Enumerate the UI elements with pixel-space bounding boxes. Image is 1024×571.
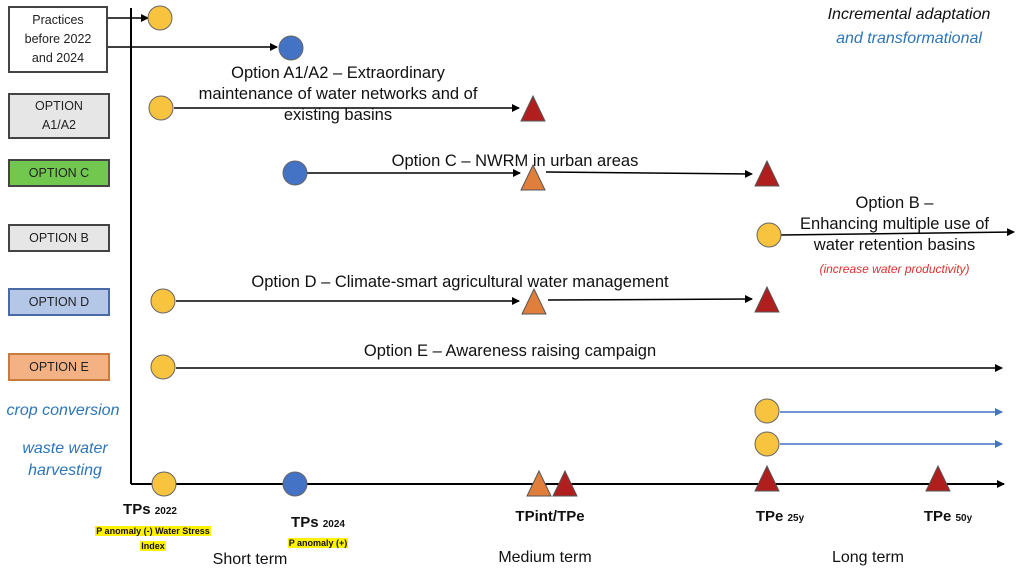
tpe-50y-main: TPe [923,508,952,525]
tpe-25y-triangle [754,464,780,492]
short-term-label: Short term [212,551,288,568]
option-b-start-circle [756,222,782,248]
option-a-start-circle [148,95,174,121]
medium-term-label: Medium term [498,549,592,566]
tps-2022-note-line1: P anomaly (-) Water Stress [95,526,211,536]
crop-conversion-circle [754,398,780,424]
waste-water-circle [754,431,780,457]
tps-2024-note: P anomaly (+) [268,535,368,550]
tps-2022-sub: 2022 [154,506,177,517]
option-d-box: OPTION D [8,288,110,316]
tpe-25y-sub: 25y [787,513,805,524]
tps-2022-circle [151,471,177,497]
option-b-arrow [780,228,1015,237]
practices-box: Practices before 2022 and 2024 [8,6,108,73]
tps-2024-main: TPs [291,514,319,531]
option-b-box: OPTION B [8,224,110,252]
tpint-red-triangle [552,469,578,497]
option-c-start-circle [282,160,308,186]
tps-2024-circle [282,471,308,497]
practices-2022-circle [147,5,173,31]
option-d-start-circle [150,288,176,314]
option-d-end-triangle [754,285,780,313]
tpe-50y-label: TPe 50y [908,508,988,525]
tpe-50y-triangle [925,464,951,492]
option-b-note: (increase water productivity) [819,262,970,276]
option-d-arrow-2 [547,295,753,304]
practices-2024-circle [278,35,304,61]
option-a-label: Option A1/A2 – Extraordinary maintenance… [198,64,478,124]
transformational-label: and transformational [836,30,982,47]
tpe-50y-sub: 50y [955,513,973,524]
option-c-end-triangle [754,159,780,187]
option-c-label: Option C – NWRM in urban areas [391,152,639,170]
tps-2022-label: TPs 2022 [110,501,190,518]
crop-conversion-label: crop conversion [6,402,120,419]
option-b-label: Option B – Enhancing multiple use of wat… [800,194,989,254]
option-e-start-circle [150,354,176,380]
option-a-box: OPTION A1/A2 [8,93,110,139]
tpe-25y-main: TPe [755,508,784,525]
option-d-mid-triangle [521,287,547,315]
option-a-end-triangle [520,94,546,122]
waste-water-label: waste water harvesting [22,440,108,479]
tps-2022-main: TPs [123,501,151,518]
tpint-orange-triangle [526,469,552,497]
tpe-25y-label: TPe 25y [740,508,820,525]
option-c-box: OPTION C [8,159,110,187]
option-e-label: Option E – Awareness raising campaign [363,342,657,360]
option-c-mid-triangle [520,163,546,191]
tps-2024-label: TPs 2024 [278,514,358,531]
tps-2022-note-line2: Index [140,541,166,551]
option-d-label: Option D – Climate-smart agricultural wa… [251,273,669,291]
tps-2022-note: P anomaly (-) Water Stress Index [78,523,228,553]
option-c-arrow-2 [545,169,753,178]
option-e-box: OPTION E [8,353,110,381]
incremental-adaptation-label: Incremental adaptation [827,6,991,23]
tpint-tpe-label: TPint/TPe [515,508,585,525]
tps-2024-sub: 2024 [322,519,345,530]
long-term-label: Long term [831,549,905,566]
tps-2024-note-text: P anomaly (+) [287,538,349,548]
